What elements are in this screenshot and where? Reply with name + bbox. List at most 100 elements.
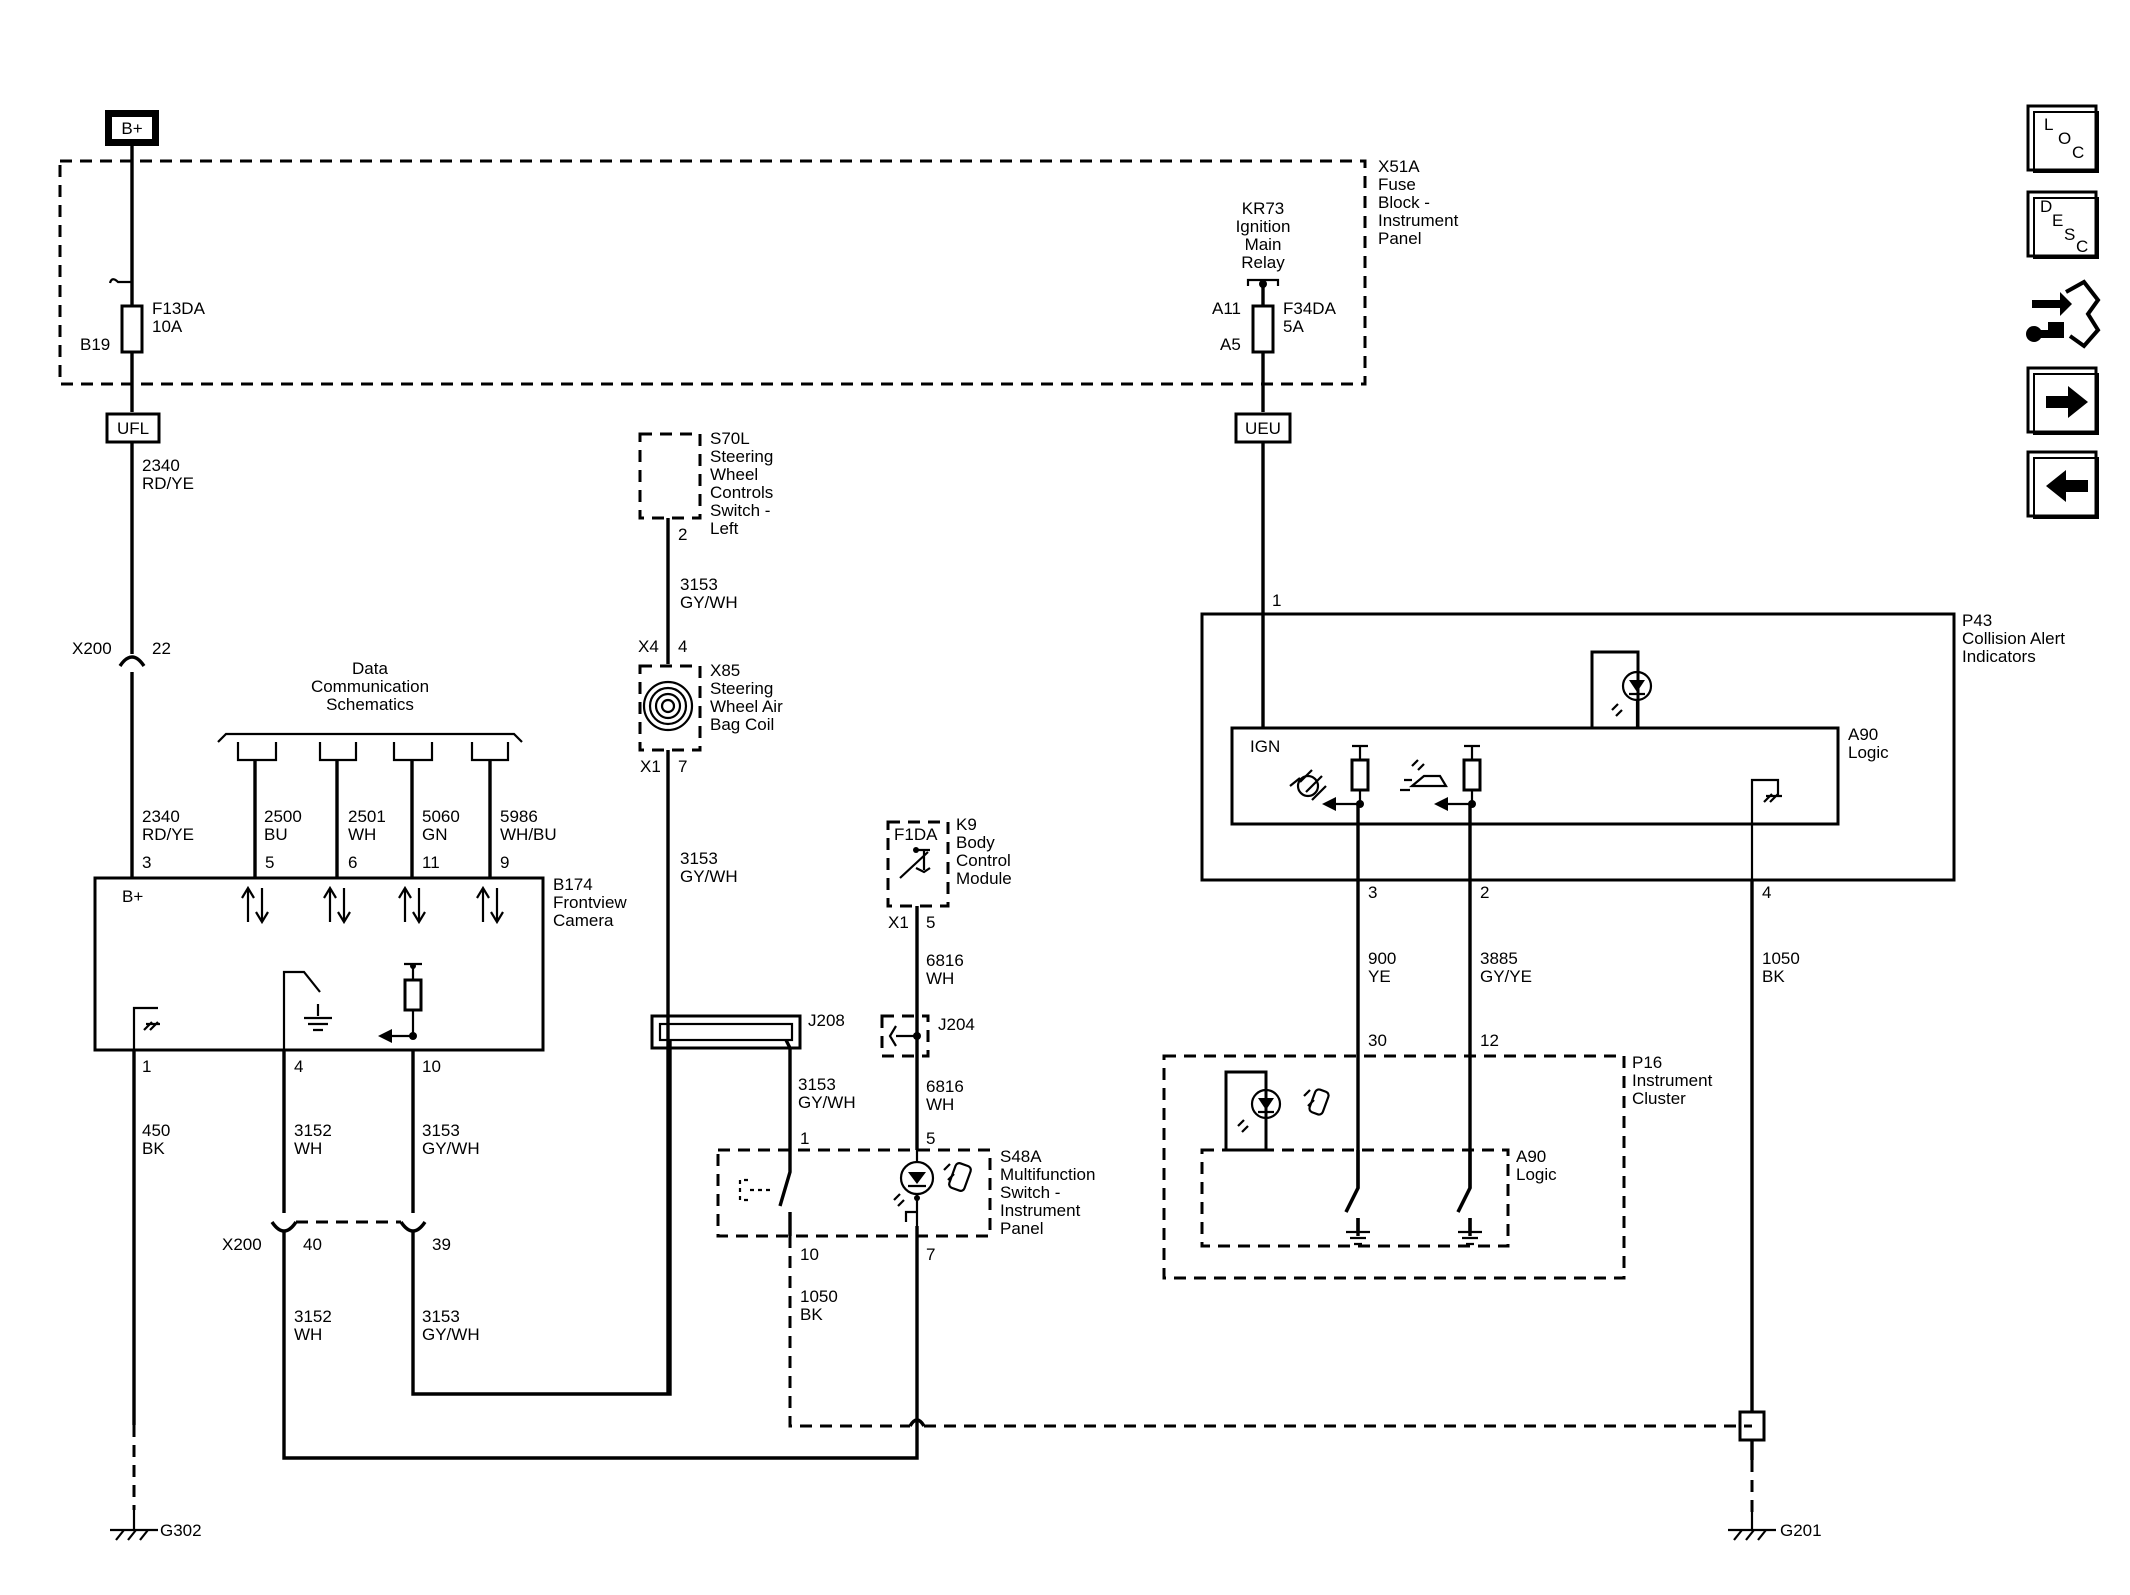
wire-1050a-circuit: 1050	[800, 1287, 838, 1306]
arrow-right-icon	[2046, 386, 2088, 418]
data-comm-line-3: Schematics	[326, 695, 414, 714]
p43-ign-label: IGN	[1250, 737, 1280, 756]
data-arrow-icons	[241, 885, 504, 925]
wire-3153d-circuit: 3153	[680, 849, 718, 868]
wire-5986-circuit: 5986	[500, 807, 538, 826]
b174-name: B174	[553, 875, 593, 894]
relay-desc-2: Main	[1245, 235, 1282, 254]
wire-6816: 6816 WH 6816 WH	[915, 906, 964, 1150]
headlamp-dim-icon	[1289, 769, 1327, 801]
x85-desc-1: Steering	[710, 679, 773, 698]
desc-button[interactable]: D E S C	[2026, 190, 2099, 259]
wire-3152a-color: WH	[294, 1139, 322, 1158]
vehicle-ahead-icon	[943, 1162, 972, 1192]
pullup-resistor-icon	[382, 962, 422, 1038]
desc-letter-2: E	[2052, 211, 2063, 230]
x85-steering-wheel-air-bag-coil: X85 Steering Wheel Air Bag Coil X1 7	[638, 661, 783, 776]
p16-vehicle-ahead-icon	[1303, 1088, 1330, 1116]
data-comm-line-1: Data	[352, 659, 388, 678]
wire-6816b-color: WH	[926, 1095, 954, 1114]
x200-pin-22: 22	[152, 639, 171, 658]
wire-5060-circuit: 5060	[422, 807, 460, 826]
fuse-block-desc-2: Block -	[1378, 193, 1430, 212]
wire-5986-color: WH/BU	[500, 825, 557, 844]
s48a-pin-10: 10	[800, 1245, 819, 1264]
b174-pin-3: 3	[142, 853, 151, 872]
wire-2340b-circuit: 2340	[142, 807, 180, 826]
wire-2340a-color: RD/YE	[142, 474, 194, 493]
k9-desc-3: Module	[956, 869, 1012, 888]
fuse-f34da-rating: 5A	[1283, 317, 1304, 336]
wire-6816b-circuit: 6816	[926, 1077, 964, 1096]
wire-3153a-color: GY/WH	[422, 1139, 480, 1158]
k9-body-control-module: F1DA K9 Body Control Module X1 5	[886, 815, 1012, 932]
s70l-desc-1: Steering	[710, 447, 773, 466]
s70l-desc-4: Switch -	[710, 501, 770, 520]
s70l-name: S70L	[710, 429, 750, 448]
fuse-f13da: F13DA 10A B19	[80, 146, 206, 412]
j208-label: J208	[808, 1011, 845, 1030]
wire-3152b-circuit: 3152	[294, 1307, 332, 1326]
next-button[interactable]	[2026, 366, 2099, 435]
splice-j208: J208 3153 GY/WH	[650, 1011, 856, 1150]
ground-g302: G302	[110, 1510, 202, 1541]
j204-label: J204	[938, 1015, 975, 1034]
wire-450-color: BK	[142, 1139, 165, 1158]
p43-pin-2: 2	[1480, 883, 1489, 902]
wire-3153d-color: GY/WH	[680, 867, 738, 886]
x200-pin-39: 39	[432, 1235, 451, 1254]
p43-output-wires: 900 YE 3885 GY/YE 1050 BK	[1344, 804, 1800, 1512]
p16-ground-icons	[1346, 1230, 1482, 1246]
relay-kr73: KR73 Ignition Main Relay	[1236, 199, 1290, 288]
wire-1050b-circuit: 1050	[1762, 949, 1800, 968]
s70l-desc-3: Controls	[710, 483, 773, 502]
p43-name: P43	[1962, 611, 1992, 630]
p43-pin-1: 1	[1272, 591, 1281, 610]
relay-name: KR73	[1242, 199, 1285, 218]
forward-collision-icon	[1400, 759, 1448, 792]
data-comm-line-2: Communication	[311, 677, 429, 696]
p16-pin-30: 30	[1368, 1031, 1387, 1050]
x85-desc-3: Bag Coil	[710, 715, 774, 734]
wire-6816a-circuit: 6816	[926, 951, 964, 970]
fuse-f13da-rating: 10A	[152, 317, 183, 336]
b174-pin-5: 5	[265, 853, 274, 872]
x200-top-name: X200	[72, 639, 112, 658]
s48a-name: S48A	[1000, 1147, 1042, 1166]
s70l-steering-wheel-controls-switch: S70L Steering Wheel Controls Switch - Le…	[638, 429, 773, 544]
p16-pin-12: 12	[1480, 1031, 1499, 1050]
loc-button[interactable]: L O C	[2026, 104, 2099, 173]
k9-desc-1: Body	[956, 833, 995, 852]
arrow-left-icon	[2046, 470, 2088, 502]
back-button[interactable]	[2026, 450, 2099, 519]
wire-2501-circuit: 2501	[348, 807, 386, 826]
x1a-pin: 7	[678, 757, 687, 776]
splice-j204: J204	[880, 1014, 975, 1058]
x4-pin: 4	[678, 637, 687, 656]
x1b-name: X1	[888, 913, 909, 932]
x85-desc-2: Wheel Air	[710, 697, 783, 716]
ueu-label: UEU	[1245, 419, 1281, 438]
p16-led-icon	[1237, 1088, 1282, 1150]
clockspring-coil-icon	[642, 680, 694, 732]
b174-lower-wires: 450 BK 3152 WH 3153 GY/WH X200 40 39 315…	[132, 1040, 919, 1510]
ground-g201: G201	[1728, 1512, 1822, 1541]
p43-pin-4: 4	[1762, 883, 1771, 902]
x1b-pin: 5	[926, 913, 935, 932]
s48a-desc-1: Multifunction	[1000, 1165, 1095, 1184]
fuse-block-desc-4: Panel	[1378, 229, 1421, 248]
connector-ueu: UEU	[1234, 412, 1292, 444]
wire-2340b-color: RD/YE	[142, 825, 194, 844]
wire-3152b-color: WH	[294, 1325, 322, 1344]
diagnostics-button[interactable]	[2026, 279, 2101, 349]
s48a-desc-4: Panel	[1000, 1219, 1043, 1238]
s70l-pin: 2	[678, 525, 687, 544]
g302-label: G302	[160, 1521, 202, 1540]
fuse-f13da-name: F13DA	[152, 299, 206, 318]
b174-frontview-camera: B174 Frontview Camera B+ 3 5 6 11 9 1 4 …	[93, 853, 627, 1076]
x1a-name: X1	[640, 757, 661, 776]
desc-letter-3: S	[2064, 225, 2075, 244]
p43-collision-alert-indicators: P43 Collision Alert Indicators 1 A90 Log…	[1200, 442, 2065, 902]
p43-desc-2: Indicators	[1962, 647, 2036, 666]
p43-pin-3: 3	[1368, 883, 1377, 902]
